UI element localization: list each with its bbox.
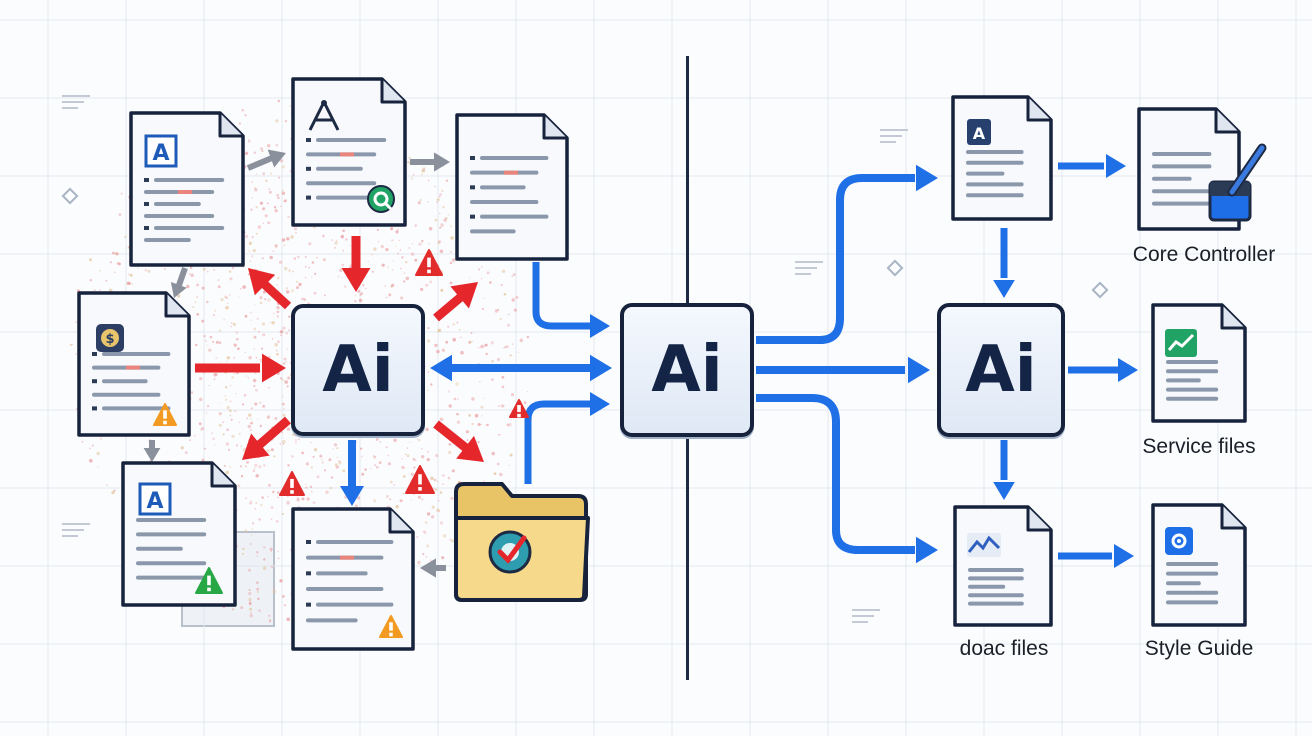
doc-service-files	[1150, 302, 1248, 424]
ai-node-left-text: Ai	[322, 333, 394, 407]
blue-arrow-mid-head	[908, 356, 930, 384]
blue-arrow-ai-to-doc-head	[993, 482, 1015, 500]
doc-letter-a-right: A	[950, 94, 1054, 222]
letter-a-icon: A	[144, 134, 178, 173]
red-arrow-down-head	[341, 268, 371, 292]
gray-arrow-1	[246, 155, 274, 171]
ai-node-center-text: Ai	[651, 333, 723, 407]
gray-arrow-4-head	[420, 558, 436, 578]
gray-arrow-1-head	[267, 149, 286, 168]
ai-node-center: Ai	[620, 303, 754, 437]
letter-a-icon: A	[966, 118, 992, 151]
red-arrow-se	[433, 420, 469, 452]
red-arrow-sw-head	[242, 433, 270, 460]
ai-node-right: Ai	[937, 303, 1065, 437]
warning-triangle-icon	[194, 566, 224, 596]
red-arrow-sw	[255, 416, 291, 450]
svg-text:A: A	[973, 124, 986, 143]
blue-arrow-from-doc	[532, 262, 590, 330]
blue-arrow-a-to-ai-head	[993, 280, 1015, 298]
letter-a-icon: A	[138, 482, 172, 521]
pen-edit-icon	[1206, 140, 1270, 226]
blue-arrow-down-head	[340, 486, 364, 506]
wave-chart-icon	[966, 532, 1002, 563]
label-service-files: Service files	[1142, 435, 1256, 458]
blue-arrow-to-center-head	[590, 354, 612, 382]
warning-triangle-icon	[404, 464, 436, 496]
blue-arrow-from-folder	[524, 400, 590, 484]
blue-arrow-to-service-head	[1118, 358, 1138, 382]
red-arrow-right-head	[262, 353, 286, 383]
warning-triangle-icon	[278, 470, 306, 498]
warning-triangle-icon	[414, 248, 444, 278]
svg-text:A: A	[152, 141, 169, 166]
blue-arrow-from-folder-head	[590, 392, 610, 416]
warning-triangle-icon	[378, 614, 404, 640]
red-arrow-nw-head	[248, 268, 276, 296]
warning-triangle-icon	[152, 402, 178, 428]
blue-arrow-up-branch	[756, 174, 915, 344]
blue-arrow-to-style-head	[1114, 544, 1134, 568]
doc-list-2	[290, 506, 416, 652]
doc-style-guide	[1150, 502, 1248, 628]
gray-arrow-5-head	[143, 448, 161, 462]
drafting-compass-icon	[304, 98, 344, 139]
gray-arrow-3	[175, 267, 188, 289]
doc-letter-a-1: A	[128, 110, 246, 268]
label-doac-files: doac files	[959, 637, 1049, 660]
ai-node-right-text: Ai	[965, 333, 1037, 407]
blue-arrow-up-branch-head	[916, 164, 938, 192]
label-core-controller: Core Controller	[1132, 243, 1276, 266]
gear-check-folder-icon	[452, 478, 592, 602]
ai-node-left: Ai	[291, 304, 425, 436]
label-style-guide: Style Guide	[1144, 637, 1254, 660]
blue-arrow-to-core-head	[1106, 154, 1126, 178]
gray-arrow-2-head	[434, 152, 450, 172]
doc-letter-a-2: A	[120, 460, 238, 608]
blue-arrow-down-branch	[756, 394, 915, 554]
svg-text:$: $	[105, 332, 114, 347]
svg-text:A: A	[146, 489, 163, 514]
gray-arrow-3-head	[170, 282, 187, 298]
doc-dollar: $	[76, 290, 192, 438]
red-arrow-ne	[433, 292, 465, 322]
search-badge-icon	[366, 184, 398, 216]
blue-arrow-from-doc-head	[590, 314, 610, 338]
gear-icon	[1164, 526, 1194, 561]
blue-arrow-back-head	[430, 354, 452, 382]
blue-arrow-down-branch-head	[916, 536, 938, 564]
red-arrow-ne-head	[450, 282, 478, 309]
doc-doac-files	[952, 504, 1054, 628]
red-arrow-nw	[258, 278, 292, 310]
warning-triangle-icon	[508, 398, 530, 420]
red-arrow-se-head	[456, 435, 484, 462]
line-chart-icon	[1164, 328, 1198, 363]
doc-list	[454, 112, 570, 262]
dollar-badge-icon: $	[94, 322, 126, 359]
